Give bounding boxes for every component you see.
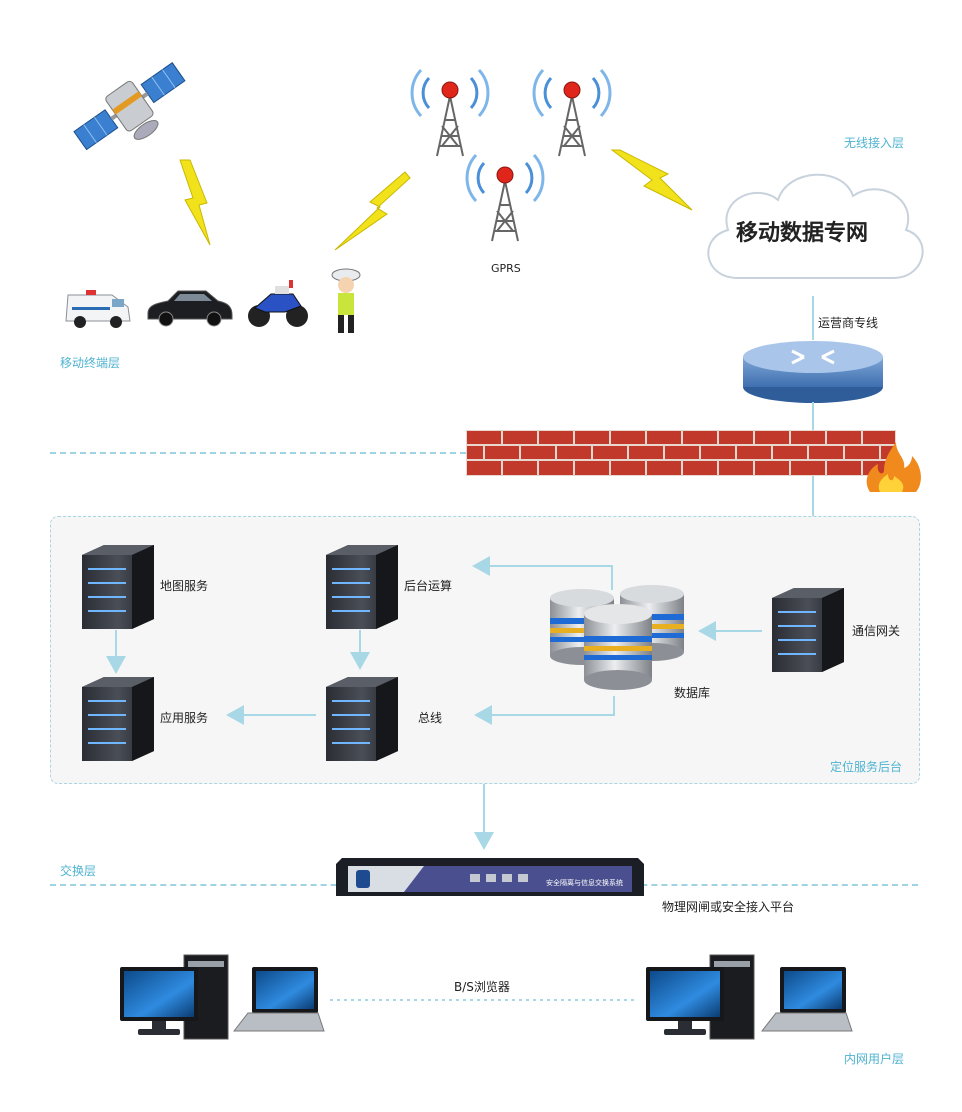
layer-mobile-terminal: 移动终端层	[60, 356, 121, 370]
cell-tower-icon	[532, 68, 612, 157]
desktop-computer-icon	[120, 954, 229, 1040]
layer-backend: 定位服务后台	[830, 760, 903, 774]
police-officer-icon	[331, 268, 361, 333]
database-label: 数据库	[674, 686, 711, 700]
backend-compute-label: 后台运算	[404, 579, 453, 593]
server-icon	[82, 545, 154, 629]
laptop-icon	[232, 967, 325, 1032]
firewall-icon	[466, 430, 896, 476]
browser-label: B/S浏览器	[454, 980, 510, 994]
layer-intranet: 内网用户层	[844, 1052, 905, 1066]
fire-icon	[866, 442, 921, 492]
lightning-icon	[610, 149, 693, 211]
laptop-icon	[760, 967, 853, 1032]
server-icon	[772, 588, 844, 672]
motorcycle-icon	[248, 280, 308, 327]
database-icon	[550, 585, 684, 690]
layer-exchange: 交换层	[60, 864, 97, 878]
gatekeeper-panel-text: 安全隔离与信息交换系统	[546, 878, 623, 887]
satellite-icon	[73, 62, 186, 151]
bus-label: 总线	[418, 711, 443, 725]
carrier-line-label: 运营商专线	[818, 316, 879, 330]
gprs-label: GPRS	[491, 262, 521, 275]
cell-tower-icon	[410, 68, 490, 157]
lightning-icon	[179, 159, 211, 246]
map-service-label: 地图服务	[160, 579, 209, 593]
server-icon	[82, 677, 154, 761]
gatekeeper-label: 物理网闸或安全接入平台	[662, 900, 795, 914]
app-service-label: 应用服务	[160, 711, 209, 725]
router-icon	[743, 341, 883, 403]
ambulance-icon	[65, 290, 131, 328]
lightning-icon	[334, 171, 411, 251]
comm-gateway-label: 通信网关	[852, 624, 901, 638]
car-icon	[147, 290, 233, 327]
cell-tower-icon	[465, 153, 545, 242]
server-icon	[326, 677, 398, 761]
cloud-icon	[707, 173, 924, 279]
server-icon	[326, 545, 398, 629]
desktop-computer-icon	[646, 954, 755, 1040]
layer-wireless: 无线接入层	[844, 136, 905, 150]
gatekeeper-device-icon: 安全隔离与信息交换系统	[336, 858, 644, 896]
cloud-label: 移动数据专网	[736, 221, 869, 246]
